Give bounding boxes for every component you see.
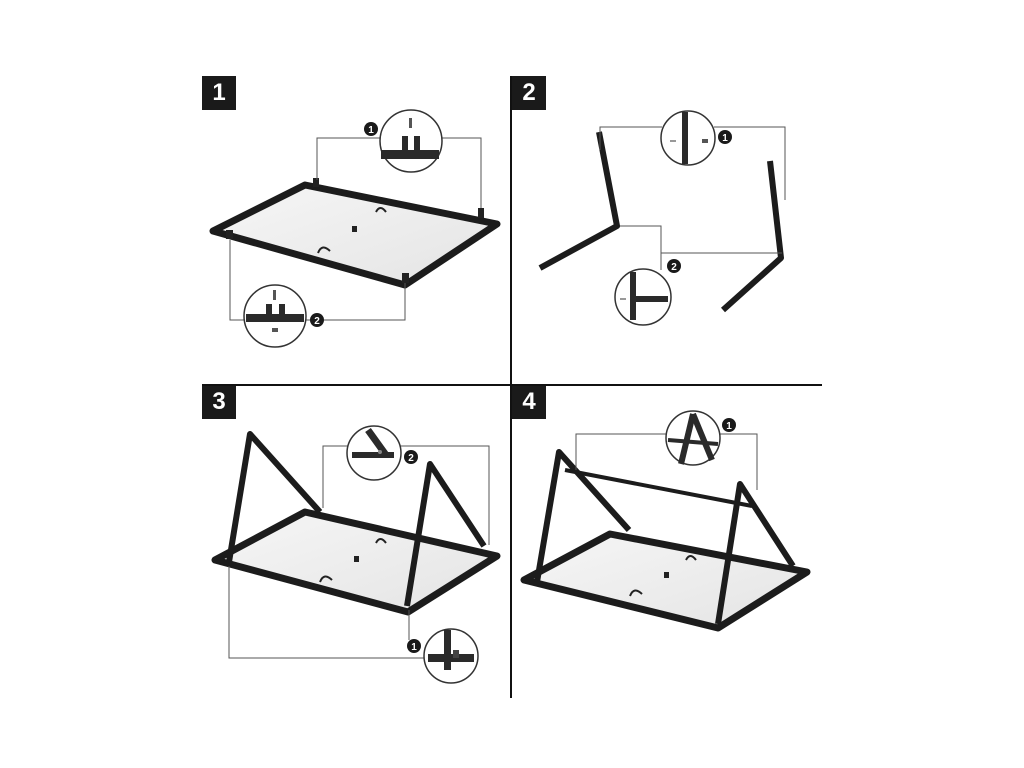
detail-circle-bracket-bottom xyxy=(243,284,307,348)
detail-circle-leg-bend xyxy=(614,268,672,326)
step-3-illustration: 2 1 xyxy=(211,425,501,684)
leader-line xyxy=(229,240,246,321)
step-1-badge: 1 xyxy=(202,76,236,110)
leader-line xyxy=(714,126,786,200)
junction-box-icon xyxy=(664,572,669,578)
solar-panel xyxy=(520,530,811,632)
support-leg-right xyxy=(720,160,784,313)
callout-number: 1 xyxy=(722,133,728,144)
bracket-icon xyxy=(313,178,319,187)
callout-marker: 2 xyxy=(667,259,681,273)
junction-box-icon xyxy=(352,226,357,232)
cable-connector-icon xyxy=(319,575,333,583)
detail-circle-lower-joint xyxy=(423,628,479,684)
cable-connector-icon xyxy=(629,589,643,597)
callout-marker: 1 xyxy=(718,130,732,144)
detail-circle-upper-joint xyxy=(346,425,402,481)
leader-line xyxy=(620,225,782,254)
step-4-badge: 4 xyxy=(512,385,546,419)
callout-marker: 1 xyxy=(364,122,378,136)
detail-circle-leg-joint xyxy=(660,110,716,166)
leader-line xyxy=(316,137,380,180)
callout-marker: 1 xyxy=(407,639,421,653)
detail-circle-cross-brace xyxy=(665,410,721,466)
support-leg-right xyxy=(715,481,796,625)
callout-number: 2 xyxy=(408,453,414,464)
leader-line xyxy=(575,433,666,470)
cable-connector-icon xyxy=(375,207,387,213)
leader-line xyxy=(228,566,425,659)
cable-connector-icon xyxy=(685,555,697,561)
callout-marker: 2 xyxy=(310,313,324,327)
step-3-badge: 3 xyxy=(202,385,236,419)
leader-line xyxy=(400,445,490,545)
callout-number: 2 xyxy=(314,316,320,327)
leader-line xyxy=(322,445,348,508)
callout-number: 1 xyxy=(368,125,374,136)
solar-panel xyxy=(209,181,501,289)
step-2-badge: 2 xyxy=(512,76,546,110)
junction-box-icon xyxy=(354,556,359,562)
leader-line xyxy=(720,433,758,490)
bracket-icon xyxy=(478,208,484,218)
step-1-illustration: 1 2 xyxy=(209,109,501,348)
support-leg-left xyxy=(226,431,323,563)
callout-number: 1 xyxy=(726,421,732,432)
detail-circle-bracket-top xyxy=(379,109,443,173)
callout-number: 1 xyxy=(411,642,417,653)
step-4-illustration: 1 xyxy=(520,410,811,632)
callout-marker: 1 xyxy=(722,418,736,432)
support-leg-left xyxy=(534,449,632,583)
bracket-icon xyxy=(402,273,409,283)
callout-marker: 2 xyxy=(404,450,418,464)
leader-line xyxy=(305,283,406,321)
leader-line xyxy=(440,137,482,208)
callout-number: 2 xyxy=(671,262,677,273)
support-leg-right xyxy=(404,461,487,607)
bracket-icon xyxy=(226,230,233,239)
support-leg-left xyxy=(538,131,620,271)
cross-brace xyxy=(564,468,753,508)
leader-line xyxy=(599,126,662,150)
cable-connector-icon xyxy=(317,246,331,254)
step-2-illustration: 1 2 xyxy=(538,110,786,326)
cable-connector-icon xyxy=(375,538,387,544)
